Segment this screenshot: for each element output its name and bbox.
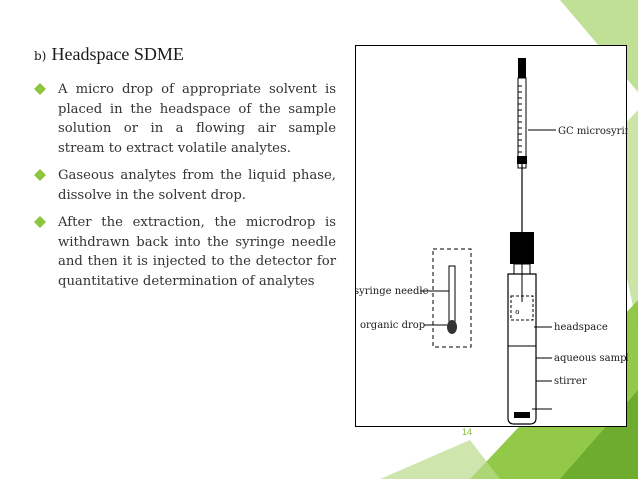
syringe-hub xyxy=(517,156,527,164)
heading-prefix: b) xyxy=(34,49,47,63)
zoom-detail-box xyxy=(432,248,472,348)
zoomed-needle xyxy=(448,265,456,323)
label-leaders xyxy=(420,129,556,410)
heading-title: Headspace SDME xyxy=(51,44,184,64)
bullet-item: Gaseous analytes from the liquid phase, … xyxy=(34,166,336,205)
bullet-text: A micro drop of appropriate solvent is p… xyxy=(58,82,336,156)
page-number: 14 xyxy=(462,427,473,437)
bullet-item: After the extraction, the microdrop is w… xyxy=(34,213,336,291)
diamond-bullet-icon xyxy=(34,216,46,228)
vial-body xyxy=(507,273,537,425)
label-gc-microsyringe: GC microsyringe xyxy=(558,126,628,137)
headspace-zoom-box xyxy=(510,295,534,321)
label-aqueous-sample: aqueous sample xyxy=(554,353,628,364)
label-syringe-needle: syringe needle xyxy=(356,286,429,297)
sdme-diagram-svg: ℴ GC microsyringe syring xyxy=(356,58,628,425)
headspace-drop-mark: ℴ xyxy=(515,306,520,317)
syringe-graduations xyxy=(518,85,522,159)
syringe-plunger-top xyxy=(518,58,526,78)
slide-heading: b) Headspace SDME xyxy=(34,44,184,65)
label-headspace: headspace xyxy=(554,322,608,333)
label-stirrer: stirrer xyxy=(554,376,587,387)
label-organic-drop: organic drop xyxy=(360,320,425,331)
bullet-list: A micro drop of appropriate solvent is p… xyxy=(34,80,336,299)
stirrer-bar xyxy=(514,412,530,418)
diamond-bullet-icon xyxy=(34,169,46,181)
bullet-item: A micro drop of appropriate solvent is p… xyxy=(34,80,336,158)
deco-triangle-bottom-light xyxy=(380,440,500,479)
septum-cap xyxy=(510,232,534,264)
bullet-text: Gaseous analytes from the liquid phase, … xyxy=(58,168,336,203)
sdme-diagram: ℴ GC microsyringe syring xyxy=(355,45,628,427)
bullet-text: After the extraction, the microdrop is w… xyxy=(58,215,336,289)
diamond-bullet-icon xyxy=(34,83,46,95)
zoomed-organic-drop xyxy=(447,320,457,334)
